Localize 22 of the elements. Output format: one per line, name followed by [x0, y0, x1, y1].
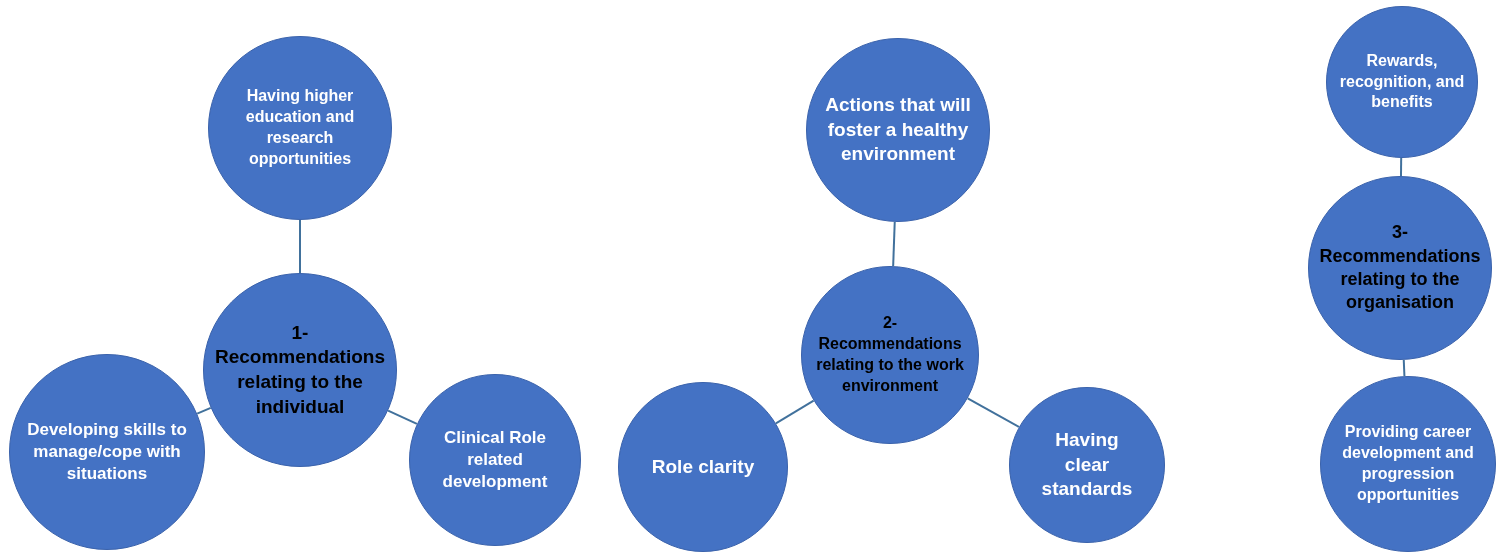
- circle-label: Recommendations relating to the work environment: [815, 334, 965, 396]
- circle-label: Recommendations relating to the individual: [214, 345, 386, 419]
- circle-label: Providing career development and progression opportunities: [1341, 422, 1475, 505]
- circle-label: Having clear standards: [1040, 427, 1134, 502]
- topic-number: 1-: [291, 320, 309, 345]
- circle-label: Recommendations relating to the organisation: [1318, 244, 1482, 315]
- connector-line: [892, 220, 896, 268]
- circle-label: Having higher education and research opportunities: [244, 86, 356, 169]
- topic-number: 2-: [882, 313, 898, 334]
- circle-label: Role clarity: [651, 454, 755, 479]
- connector-line: [299, 219, 301, 274]
- circle-label: Rewards, recognition, and benefits: [1338, 50, 1466, 113]
- connector-line: [196, 406, 212, 415]
- connector-line: [1400, 157, 1403, 177]
- circle-label: Actions that will foster a healthy environment: [824, 92, 972, 167]
- circle-label: Clinical Role related development: [441, 426, 549, 494]
- connector-line: [387, 409, 418, 425]
- circle-label: Developing skills to manage/cope with situations: [27, 418, 187, 486]
- connector-line: [774, 399, 815, 425]
- connector-line: [966, 397, 1020, 428]
- connector-line: [1402, 358, 1406, 378]
- topic-number: 3-: [1392, 221, 1408, 245]
